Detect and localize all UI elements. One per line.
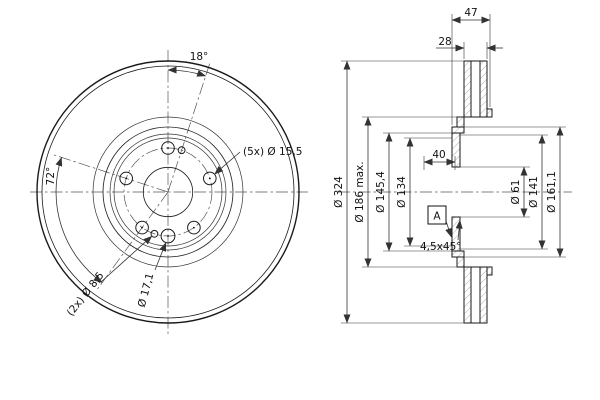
hat-transition-section bbox=[456, 256, 465, 268]
dimension-angle-18: 18° bbox=[167, 51, 209, 77]
bolt-hole bbox=[187, 220, 201, 235]
front-view: 18° 72° (5x) Ø 15,5 (2x) Ø 8,5 Ø 17,1 bbox=[30, 50, 308, 334]
outboard-step-section bbox=[486, 266, 493, 276]
hole-center-mark bbox=[193, 226, 195, 229]
chamfer-label: 4,5x45° bbox=[420, 241, 462, 253]
dimension-dia-161: Ø 161,1 bbox=[464, 126, 566, 258]
dia-61-label: Ø 61 bbox=[510, 180, 522, 205]
hole-17-1 bbox=[160, 228, 176, 244]
outboard-step-section bbox=[486, 108, 493, 118]
bolt-holes-label: (5x) Ø 15,5 bbox=[243, 146, 302, 158]
width-47-label: 47 bbox=[464, 7, 477, 19]
angle-72-label: 72° bbox=[45, 167, 57, 186]
dimension-thickness-28: 28 bbox=[436, 36, 503, 59]
ring-plate-section bbox=[463, 60, 472, 118]
hole-center-mark bbox=[125, 177, 128, 180]
hole-center-mark bbox=[208, 177, 211, 180]
hat-flange-circle bbox=[109, 133, 227, 251]
dimension-dia-324: Ø 324 bbox=[333, 60, 464, 324]
dia-161-label: Ø 161,1 bbox=[546, 171, 558, 213]
datum-box bbox=[427, 205, 447, 225]
register-circle bbox=[113, 137, 223, 247]
mounting-plate-section bbox=[451, 132, 461, 168]
dimension-width-47: 47 bbox=[451, 7, 491, 125]
callout-chamfer: 4,5x45° bbox=[420, 219, 463, 253]
bolt-hole bbox=[119, 171, 133, 186]
dimension-dia-61: Ø 61 bbox=[460, 166, 530, 218]
bolt-hole bbox=[161, 141, 175, 155]
hole-center-mark bbox=[141, 226, 144, 229]
radial-centerline-18deg bbox=[167, 60, 211, 193]
bolt-hole bbox=[203, 171, 217, 186]
bolt-hole bbox=[135, 220, 149, 235]
datum-label: A bbox=[433, 211, 441, 223]
ring-plate-section bbox=[463, 266, 472, 324]
ring-plate-section bbox=[479, 60, 488, 118]
dia-186-label: Ø 186 max. bbox=[354, 161, 366, 222]
dia-141-label: Ø 141 bbox=[528, 176, 540, 208]
pin-hole bbox=[150, 229, 159, 238]
dia-134-label: Ø 134 bbox=[396, 176, 408, 208]
radial-centerline-216deg bbox=[96, 191, 169, 291]
disc-rim-inner-line bbox=[41, 65, 295, 319]
hole-center-mark bbox=[167, 235, 169, 237]
hat-outer-circle bbox=[102, 126, 234, 258]
hat-wall-section bbox=[451, 126, 465, 134]
hole-center-mark bbox=[167, 147, 169, 149]
center-bore-circle bbox=[142, 166, 194, 218]
dimension-dia-141: Ø 141 bbox=[460, 134, 548, 250]
hat-transition-section bbox=[456, 116, 465, 128]
angle-18-label: 18° bbox=[190, 51, 209, 63]
section-view: Ø 324 Ø 186 max. Ø 145,4 Ø 134 Ø bbox=[333, 7, 572, 324]
dia-145-label: Ø 145,4 bbox=[375, 171, 387, 213]
callout-bolt-holes: (5x) Ø 15,5 bbox=[214, 146, 302, 175]
callout-hole-17-1: Ø 17,1 bbox=[136, 242, 167, 309]
pin-hole bbox=[177, 146, 186, 155]
datum-a: A bbox=[427, 205, 452, 238]
ring-plate-section bbox=[479, 266, 488, 324]
hole-17-1-label: Ø 17,1 bbox=[136, 272, 157, 309]
mounting-plate-section bbox=[451, 216, 461, 252]
dia-324-label: Ø 324 bbox=[333, 176, 345, 208]
disc-outer-edge bbox=[36, 60, 300, 324]
dimension-40: 40 bbox=[423, 149, 456, 170]
dim-40-label: 40 bbox=[432, 149, 445, 161]
dimension-dia-186: Ø 186 max. bbox=[354, 116, 457, 268]
dimension-dia-145: Ø 145,4 bbox=[375, 132, 452, 252]
dimension-angle-72: 72° bbox=[45, 157, 103, 283]
dimension-dia-134: Ø 134 bbox=[396, 137, 452, 247]
thickness-28-label: 28 bbox=[438, 36, 451, 48]
pin-holes-label: (2x) Ø 8,5 bbox=[65, 270, 107, 319]
